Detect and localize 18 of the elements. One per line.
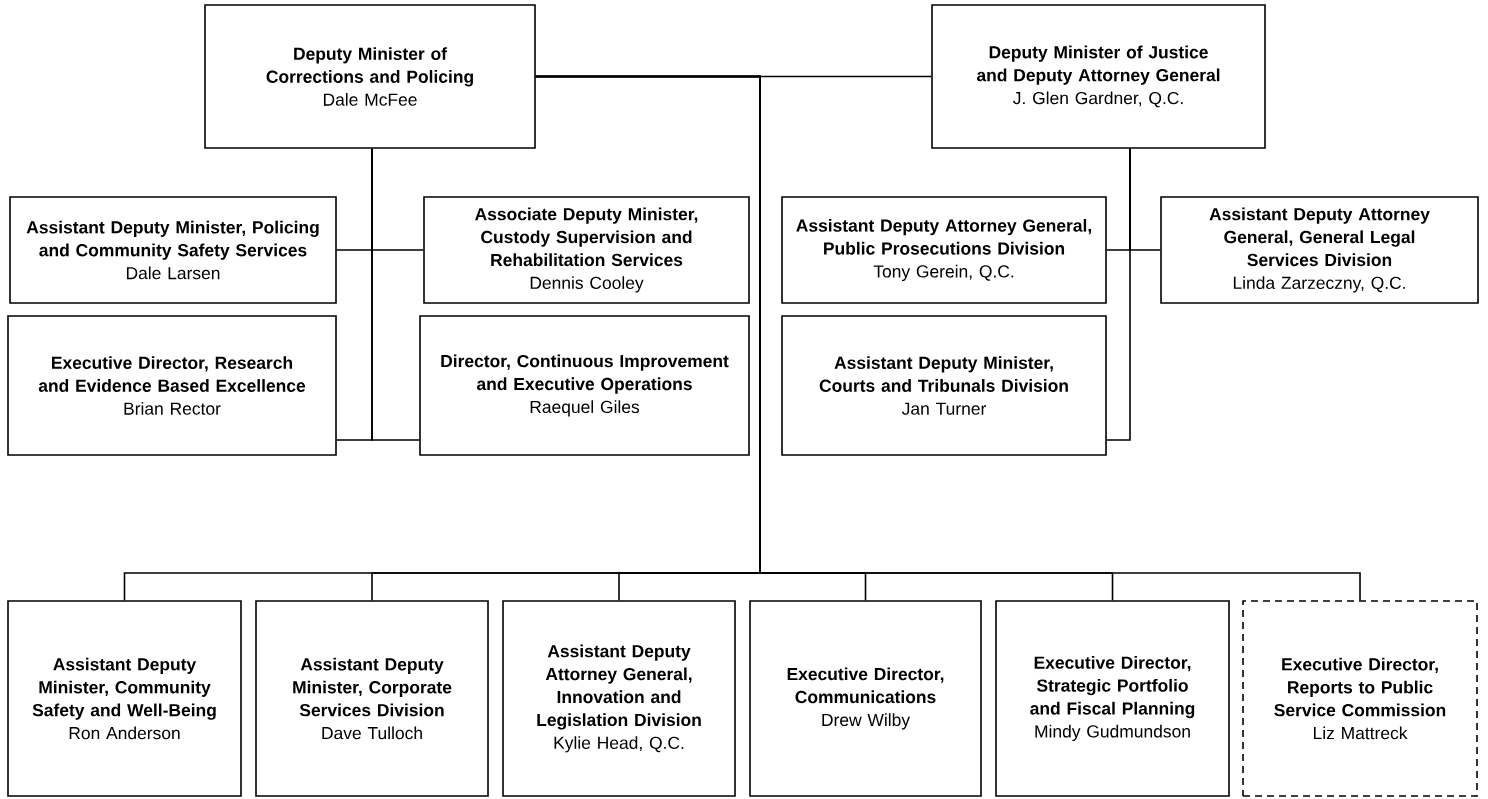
org-box: Executive Director, Communications Drew Wilby <box>749 600 982 797</box>
org-box: Associate Deputy Minister, Custody Supervision and Rehabilitation Services Dennis Cooley <box>423 196 750 304</box>
connector-line <box>371 148 420 441</box>
org-box: Executive Director, Reports to Public Service Commission Liz Mattreck <box>1242 600 1478 797</box>
org-box: Executive Director, Research and Evidence Based Excellence Brian Rector <box>7 315 337 456</box>
org-box: Executive Director, Strategic Portfolio and Fiscal Planning Mindy Gudmundson <box>995 600 1230 797</box>
org-box: Assistant Deputy Minister, Policing and Community Safety Services Dale Larsen <box>9 196 337 304</box>
connector-line <box>535 75 1361 601</box>
org-box: Assistant Deputy Attorney General, Innovation and Legislation Division Kylie Head, Q.C. <box>502 600 736 797</box>
org-box: Assistant Deputy Minister, Community Safety and Well-Being Ron Anderson <box>7 600 242 797</box>
org-box: Assistant Deputy Attorney General, General Legal Services Division Linda Zarzeczny, Q.C. <box>1160 196 1479 304</box>
org-box: Assistant Deputy Attorney General, Public Prosecutions Division Tony Gerein, Q.C. <box>781 196 1107 304</box>
org-box: Deputy Minister of Corrections and Policing Dale McFee <box>204 4 536 149</box>
connector-line <box>1106 148 1131 441</box>
org-box: Assistant Deputy Minister, Courts and Tribunals Division Jan Turner <box>781 315 1107 456</box>
org-box: Director, Continuous Improvement and Executive Operations Raequel Giles <box>419 315 750 456</box>
org-box: Deputy Minister of Justice and Deputy Attorney General J. Glen Gardner, Q.C. <box>931 4 1266 149</box>
org-box: Assistant Deputy Minister, Corporate Services Division Dave Tulloch <box>255 600 489 797</box>
